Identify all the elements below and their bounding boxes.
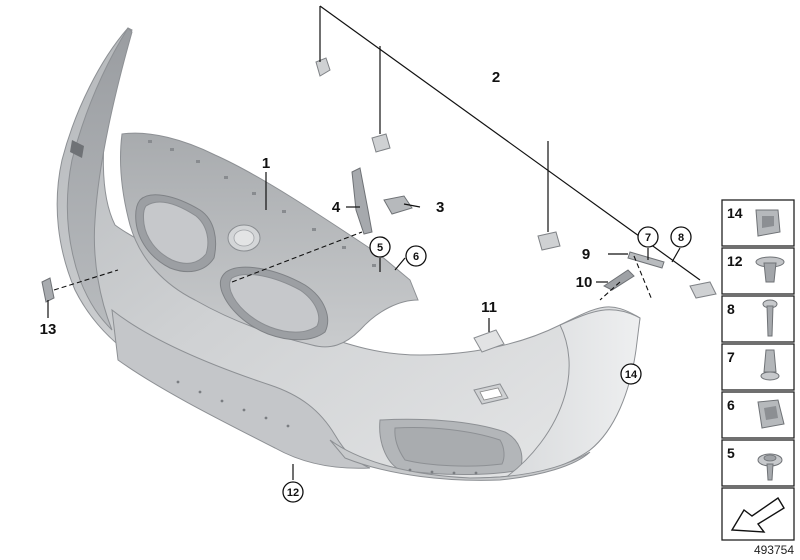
callout-2: 2 xyxy=(492,69,500,86)
expansion-rivet-icon xyxy=(755,256,785,283)
callout-11: 11 xyxy=(481,299,497,316)
legend-label-7: 7 xyxy=(727,349,735,365)
svg-text:14: 14 xyxy=(625,369,638,381)
legend-label-6: 6 xyxy=(727,397,735,413)
push-rivet-icon xyxy=(760,349,780,381)
tow-hook-cover xyxy=(473,329,505,353)
svg-text:5: 5 xyxy=(377,242,383,254)
callout-4: 4 xyxy=(332,199,341,216)
bracket-mid xyxy=(371,133,391,153)
callout-circle-7: 7 xyxy=(637,226,659,248)
direction-arrow-icon xyxy=(730,496,785,533)
bracket-far-right xyxy=(689,281,717,299)
side-marker-13 xyxy=(41,277,55,303)
svg-text:7: 7 xyxy=(645,232,651,244)
leader-lines xyxy=(47,5,701,480)
callout-13: 13 xyxy=(40,321,57,338)
callout-1: 1 xyxy=(262,155,270,172)
callout-circle-6: 6 xyxy=(405,245,427,267)
front-bumper-panel xyxy=(56,27,641,481)
clip-9 xyxy=(627,251,665,269)
image-code: 493754 xyxy=(754,543,794,557)
grille-carrier xyxy=(119,132,419,348)
svg-text:8: 8 xyxy=(678,232,684,244)
legend-label-14: 14 xyxy=(727,205,743,221)
svg-text:6: 6 xyxy=(413,251,419,263)
callout-10: 10 xyxy=(576,274,593,291)
callout-circle-8: 8 xyxy=(670,226,692,248)
bracket-right-lower xyxy=(537,231,561,251)
legend-label-5: 5 xyxy=(727,445,735,461)
hex-screw-icon xyxy=(757,453,783,481)
mount-bracket-4 xyxy=(351,167,373,235)
svg-text:12: 12 xyxy=(287,487,299,499)
legend-column: 14 12 8 7 6 xyxy=(721,199,795,541)
spring-clip-icon xyxy=(757,399,785,429)
u-nut-clip-icon xyxy=(755,209,781,237)
callout-9: 9 xyxy=(582,246,590,263)
clip-10 xyxy=(603,269,635,291)
screw-icon xyxy=(762,299,778,337)
dashed-assembly-lines xyxy=(53,231,653,301)
callout-3: 3 xyxy=(436,199,444,216)
callout-circle-12: 12 xyxy=(282,481,304,503)
mount-bracket-3 xyxy=(383,195,413,215)
callout-circle-5: 5 xyxy=(369,236,391,258)
callout-circle-14: 14 xyxy=(620,363,642,385)
legend-label-12: 12 xyxy=(727,253,743,269)
legend-label-8: 8 xyxy=(727,301,735,317)
bracket-top-left xyxy=(315,57,331,77)
